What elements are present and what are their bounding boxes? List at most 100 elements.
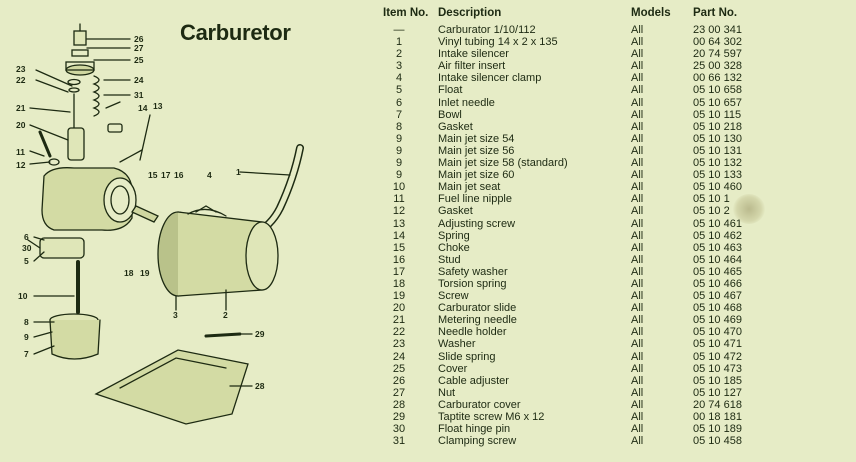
cell-item-no: 14 xyxy=(392,229,406,242)
cell-item-no: 21 xyxy=(392,314,406,327)
callout-27: 27 xyxy=(134,43,144,53)
cell-description: Spring xyxy=(438,229,470,242)
cell-models: All xyxy=(631,181,644,194)
cell-description: Slide spring xyxy=(438,350,496,363)
cell-models: All xyxy=(631,314,644,327)
callout-23: 23 xyxy=(16,64,26,74)
callout-21: 21 xyxy=(16,103,26,113)
cell-part-no: 05 10 461 xyxy=(693,217,742,230)
cell-part-no: 00 18 181 xyxy=(693,411,742,423)
callout-3: 3 xyxy=(173,310,178,320)
cell-description: Screw xyxy=(438,290,469,303)
cell-description: Intake silencer xyxy=(438,48,509,61)
cell-description: Main jet size 54 xyxy=(438,132,515,145)
cell-item-no: 24 xyxy=(392,350,406,363)
cell-part-no: 23 00 341 xyxy=(693,24,742,36)
cell-models: All xyxy=(631,132,644,145)
cell-description: Intake silencer clamp xyxy=(438,72,542,85)
cell-models: All xyxy=(631,374,644,387)
cell-models: All xyxy=(631,120,644,133)
callout-25: 25 xyxy=(134,55,144,65)
cell-description: Nut xyxy=(438,386,456,399)
cell-item-no: 16 xyxy=(392,253,406,266)
cell-description: Needle holder xyxy=(438,326,507,339)
callout-4: 4 xyxy=(207,170,212,180)
cell-item-no: 13 xyxy=(392,217,406,230)
cell-models: All xyxy=(631,217,644,230)
callout-16: 16 xyxy=(174,170,184,180)
cell-description: Air filter insert xyxy=(438,60,506,73)
cell-description: Main jet size 60 xyxy=(438,169,515,182)
callout-29: 29 xyxy=(255,329,265,339)
cell-item-no: 12 xyxy=(392,205,406,218)
header-item-no: Item No. xyxy=(383,7,429,19)
cell-item-no: 31 xyxy=(392,435,406,448)
cell-part-no: 05 10 468 xyxy=(693,302,742,315)
cell-description: Metering needle xyxy=(438,314,517,327)
cell-description: Taptite screw M6 x 12 xyxy=(438,411,545,423)
cell-models: All xyxy=(631,48,644,61)
callout-18: 18 xyxy=(124,268,134,278)
cell-item-no: 17 xyxy=(392,265,406,278)
cell-description: Adjusting screw xyxy=(438,217,516,230)
cell-models: All xyxy=(631,229,644,242)
cell-item-no: 9 xyxy=(395,169,403,182)
callout-11: 11 xyxy=(16,147,25,157)
header-description: Description xyxy=(438,7,502,19)
callout-14: 14 xyxy=(138,103,148,113)
callout-2: 2 xyxy=(223,310,228,320)
cell-part-no: 00 66 132 xyxy=(693,72,742,85)
cell-part-no: 05 10 127 xyxy=(693,386,742,399)
header-models: Models xyxy=(631,7,671,19)
cell-models: All xyxy=(631,144,644,157)
cell-models: All xyxy=(631,411,644,423)
cell-item-no: 4 xyxy=(395,72,403,85)
cell-part-no: 05 10 185 xyxy=(693,374,742,387)
cell-models: All xyxy=(631,169,644,182)
callout-15: 15 xyxy=(148,170,158,180)
callout-31: 31 xyxy=(134,90,144,100)
cell-part-no: 05 10 472 xyxy=(693,350,742,363)
bowl-part xyxy=(49,319,101,360)
callout-7: 7 xyxy=(24,349,29,359)
cell-description: Float hinge pin xyxy=(438,423,511,436)
cell-part-no: 05 10 467 xyxy=(693,290,742,303)
cell-part-no: 05 10 130 xyxy=(693,132,742,145)
cell-models: All xyxy=(631,96,644,109)
cell-item-no: 19 xyxy=(392,290,406,303)
cell-models: All xyxy=(631,108,644,121)
cell-part-no: 05 10 465 xyxy=(693,265,742,278)
cell-item-no: 22 xyxy=(392,326,406,339)
header-part-no: Part No. xyxy=(693,7,738,19)
cell-description: Carburator 1/10/112 xyxy=(438,24,536,36)
cell-part-no: 05 10 189 xyxy=(693,423,742,436)
cell-description: Carburator cover xyxy=(438,398,521,411)
cell-description: Cover xyxy=(438,362,468,375)
callout-6: 6 xyxy=(24,232,29,242)
cell-models: All xyxy=(631,36,644,49)
cell-description: Main jet size 56 xyxy=(438,144,515,157)
cell-description: Washer xyxy=(438,338,476,351)
cell-description: Inlet needle xyxy=(438,96,495,109)
cell-item-no: 30 xyxy=(392,423,406,436)
cell-models: All xyxy=(631,386,644,399)
cell-part-no: 05 10 132 xyxy=(693,157,742,170)
callout-19: 19 xyxy=(140,268,150,278)
